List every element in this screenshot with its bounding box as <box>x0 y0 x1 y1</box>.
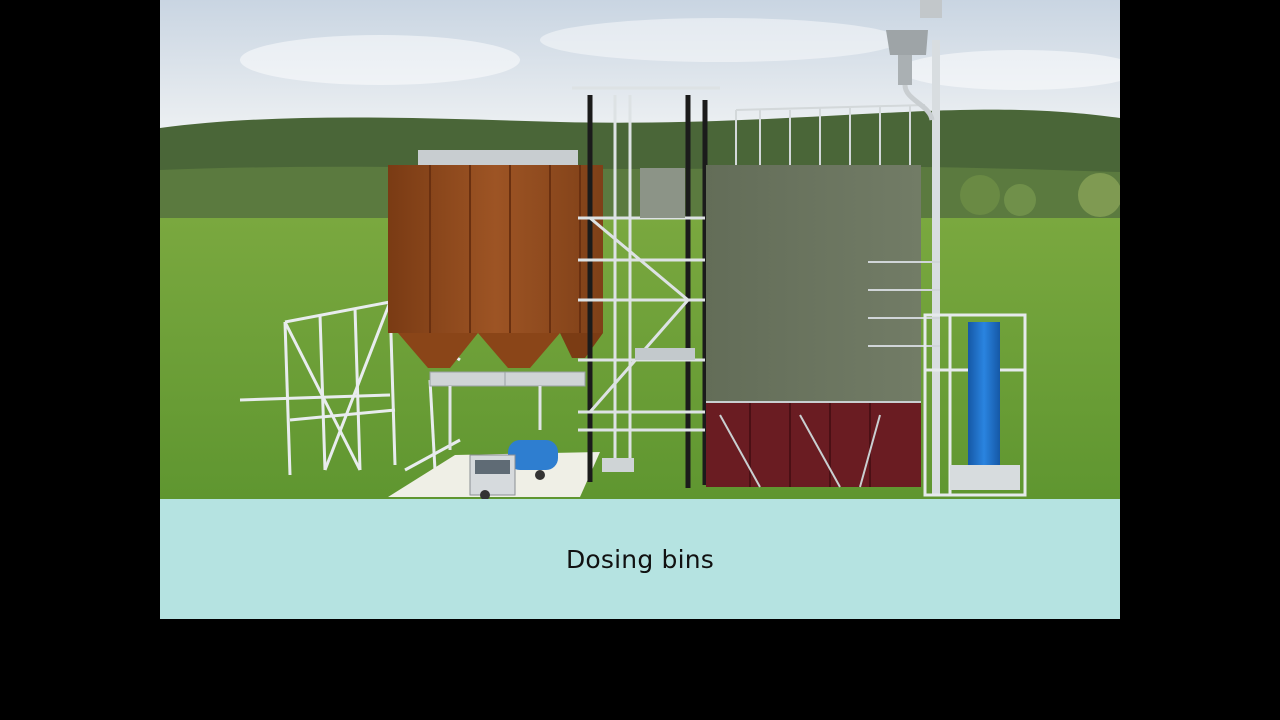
pipe-column <box>868 0 942 495</box>
tanker-truck <box>469 440 558 500</box>
bucket-elevator-structure <box>923 313 1027 497</box>
caption-text: Dosing bins <box>565 544 715 574</box>
dosing-bins <box>388 150 603 368</box>
elevator-tower <box>572 86 720 488</box>
plant-rendering <box>160 0 1120 720</box>
plant-scene-graphic <box>160 0 1120 500</box>
main-building <box>706 104 926 488</box>
caption-band: Dosing bins <box>160 499 1120 619</box>
letterbox-left <box>0 0 160 720</box>
letterbox-right <box>1120 0 1280 720</box>
